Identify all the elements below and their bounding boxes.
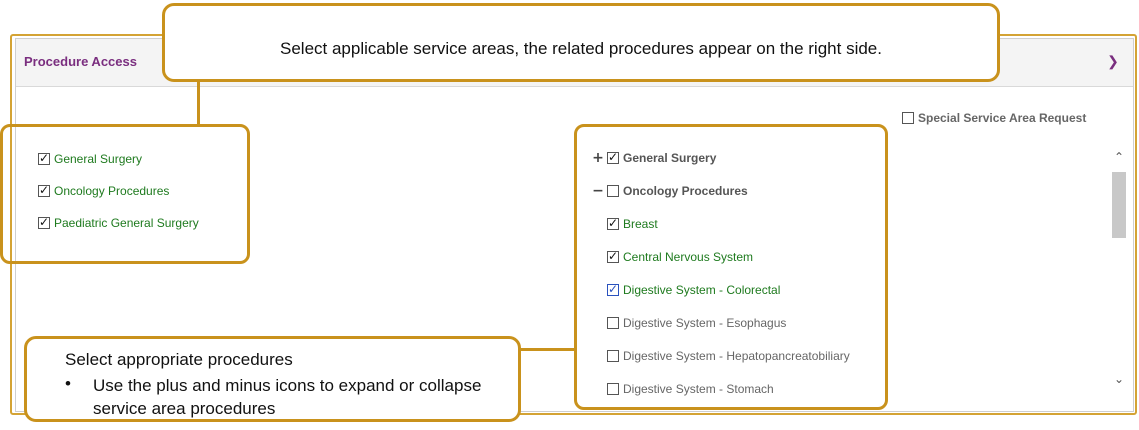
special-service-area-request[interactable]: Special Service Area Request — [902, 111, 1086, 125]
procedure-item[interactable]: Digestive System - Stomach — [592, 372, 850, 405]
callout-top-text: Select applicable service areas, the rel… — [280, 39, 882, 58]
special-request-checkbox[interactable] — [902, 112, 914, 124]
callout-bottom: Select appropriate procedures • Use the … — [24, 336, 521, 422]
chevron-down-icon[interactable]: ❯ — [1107, 53, 1119, 69]
procedure-checkbox[interactable] — [607, 249, 619, 263]
service-area-label: Oncology Procedures — [54, 184, 170, 198]
scroll-down-icon[interactable]: ⌄ — [1113, 372, 1125, 386]
procedure-label: Central Nervous System — [623, 249, 754, 264]
procedure-item[interactable]: Breast — [592, 207, 850, 240]
procedure-item[interactable]: Central Nervous System — [592, 240, 850, 273]
plus-icon[interactable]: + — [592, 149, 604, 166]
scrollbar[interactable]: ⌃ ⌄ — [1110, 148, 1128, 388]
procedure-label: Breast — [623, 216, 658, 231]
procedure-highlight — [574, 124, 888, 410]
scrollbar-thumb[interactable] — [1112, 172, 1126, 238]
procedure-checkbox[interactable] — [607, 349, 619, 362]
service-area-checkbox[interactable] — [38, 151, 50, 165]
procedure-list: + General Surgery − Oncology Procedures … — [592, 141, 850, 405]
service-area-checkbox[interactable] — [38, 183, 50, 197]
service-area-item[interactable]: Oncology Procedures — [38, 175, 199, 207]
service-area-checkbox[interactable] — [38, 215, 50, 229]
procedure-label: Digestive System - Esophagus — [623, 315, 787, 330]
service-area-highlight — [0, 124, 250, 264]
scroll-up-icon[interactable]: ⌃ — [1113, 150, 1125, 164]
procedure-group-oncology[interactable]: − Oncology Procedures — [592, 174, 850, 207]
service-area-label: General Surgery — [54, 152, 143, 166]
procedure-checkbox[interactable] — [607, 184, 619, 197]
procedure-checkbox[interactable] — [607, 316, 619, 329]
callout-bottom-bullet: • — [65, 374, 71, 393]
procedure-checkbox[interactable] — [607, 150, 619, 164]
special-request-label: Special Service Area Request — [918, 111, 1087, 125]
callout-top: Select applicable service areas, the rel… — [162, 3, 1000, 82]
service-area-label: Paediatric General Surgery — [54, 216, 199, 230]
minus-icon[interactable]: − — [592, 182, 604, 199]
procedure-group-general-surgery[interactable]: + General Surgery — [592, 141, 850, 174]
service-area-item[interactable]: General Surgery — [38, 143, 199, 175]
procedure-checkbox[interactable] — [607, 282, 619, 296]
procedure-item[interactable]: Digestive System - Esophagus — [592, 306, 850, 339]
procedure-checkbox[interactable] — [607, 382, 619, 395]
procedure-item[interactable]: Digestive System - Colorectal — [592, 273, 850, 306]
procedure-label: Digestive System - Hepatopancreatobiliar… — [623, 348, 850, 363]
panel-title: Procedure Access — [24, 54, 137, 69]
callout-connector — [197, 80, 200, 126]
procedure-label: Oncology Procedures — [623, 183, 748, 198]
callout-bottom-text: Use the plus and minus icons to expand o… — [93, 376, 482, 418]
procedure-label: Digestive System - Stomach — [623, 381, 774, 396]
procedure-label: General Surgery — [623, 150, 717, 165]
callout-connector — [520, 348, 576, 351]
procedure-label: Digestive System - Colorectal — [623, 282, 781, 297]
procedure-checkbox[interactable] — [607, 216, 619, 230]
callout-bottom-heading: Select appropriate procedures — [65, 350, 293, 369]
procedure-item[interactable]: Digestive System - Hepatopancreatobiliar… — [592, 339, 850, 372]
service-area-item[interactable]: Paediatric General Surgery — [38, 207, 199, 239]
service-area-list: General Surgery Oncology Procedures Paed… — [38, 143, 199, 239]
